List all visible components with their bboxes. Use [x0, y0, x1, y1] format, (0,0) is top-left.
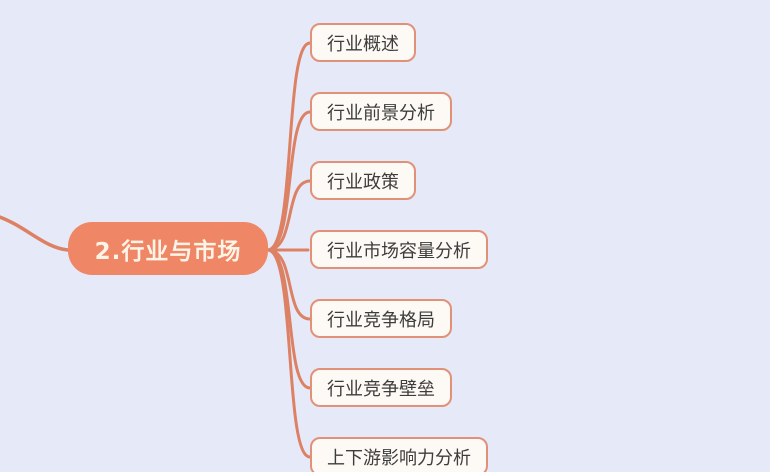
child-topic-node[interactable]: 行业概述: [310, 23, 416, 62]
child-topic-node[interactable]: 行业竞争格局: [310, 299, 452, 338]
child-topic-node[interactable]: 上下游影响力分析: [310, 437, 488, 472]
parent-connector-line: [0, 215, 70, 252]
connector-line: [266, 110, 312, 252]
child-topic-node[interactable]: 行业竞争壁垒: [310, 368, 452, 407]
child-topic-node[interactable]: 行业政策: [310, 161, 416, 200]
connector-line: [266, 248, 312, 459]
root-topic-node[interactable]: 2.行业与市场: [68, 222, 268, 275]
child-topic-node[interactable]: 行业前景分析: [310, 92, 452, 131]
connector-line: [266, 41, 312, 252]
connector-line: [266, 179, 312, 252]
child-topic-node[interactable]: 行业市场容量分析: [310, 230, 488, 269]
